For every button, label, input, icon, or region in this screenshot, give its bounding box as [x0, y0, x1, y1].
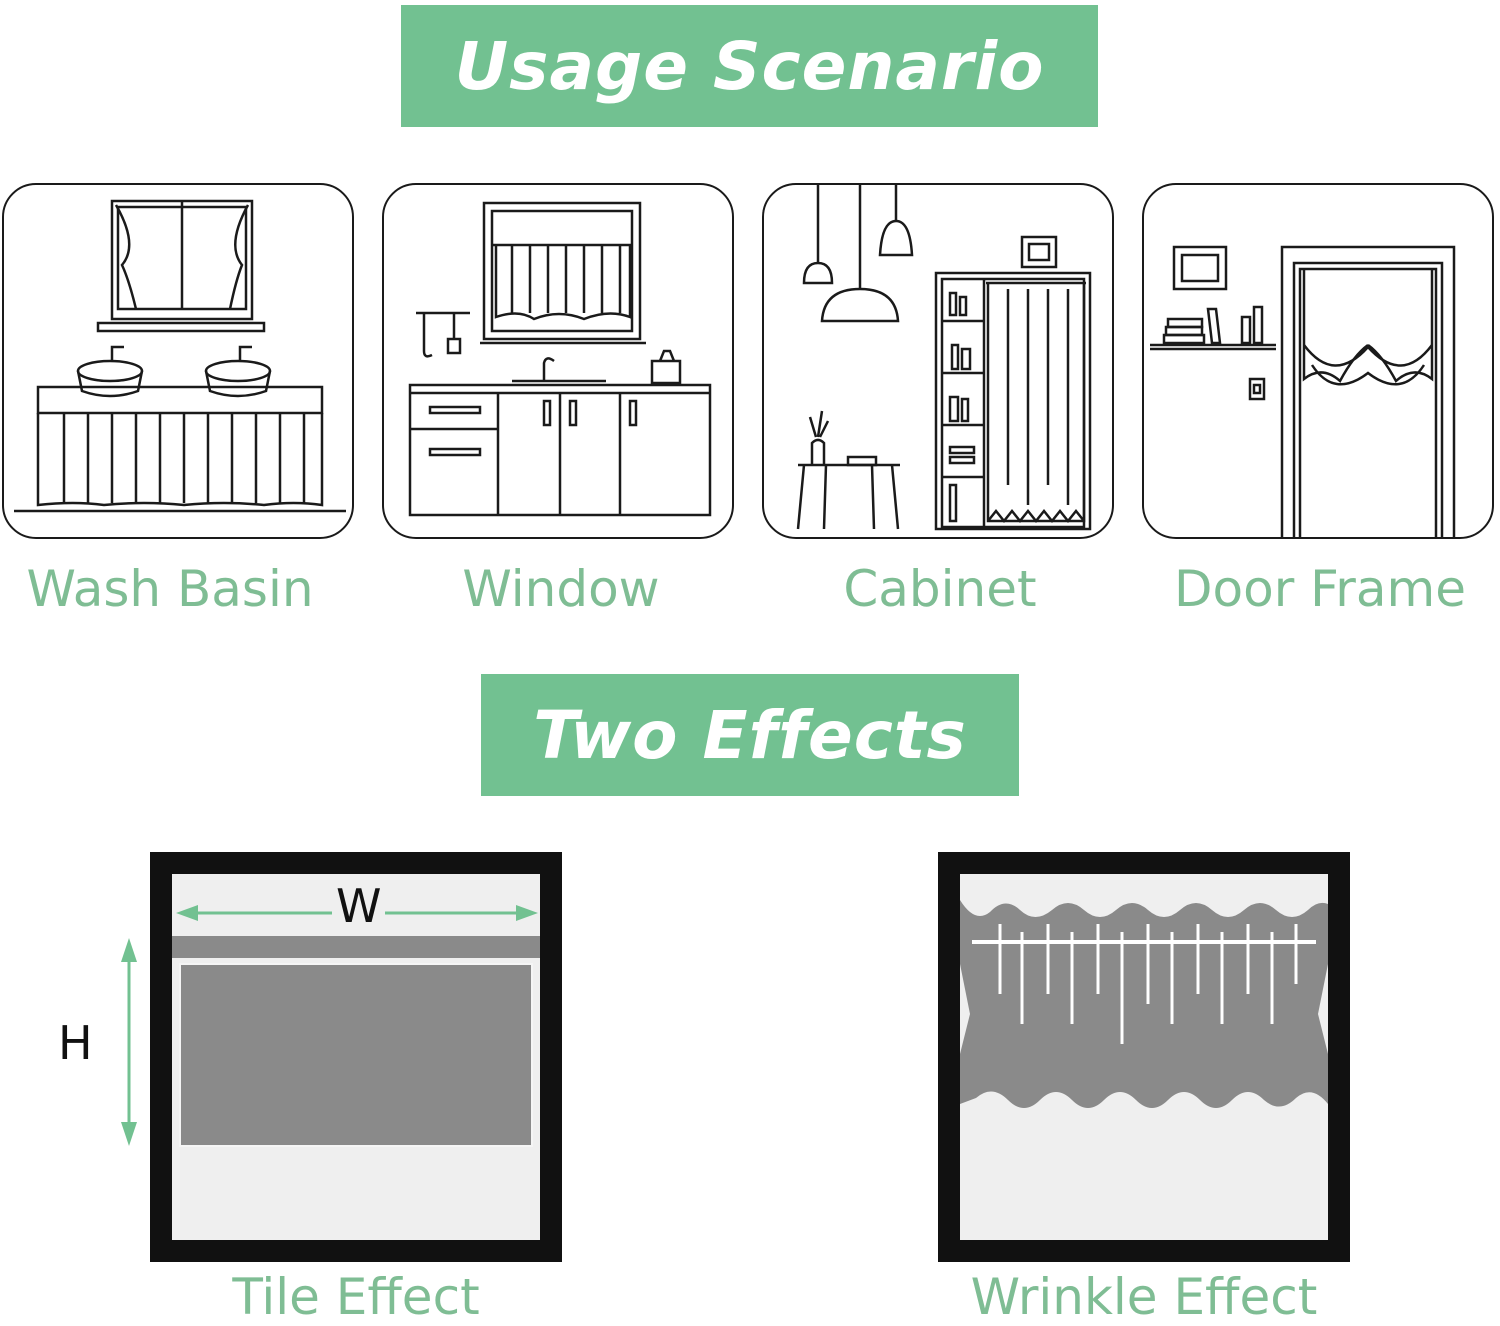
door-frame-card	[1142, 183, 1494, 539]
scenario-label-cabinet: Cabinet	[843, 560, 1037, 618]
wash-basin-illustration	[14, 199, 346, 513]
wash-basin-card	[2, 183, 354, 539]
wrinkle-effect-illustration	[960, 900, 1328, 1108]
two-effects-banner: Two Effects	[481, 674, 1019, 796]
height-arrow-icon	[121, 938, 137, 1146]
tile-effect-illustration	[172, 905, 540, 1147]
height-label: H	[58, 1016, 93, 1070]
usage-scenario-title: Usage Scenario	[454, 27, 1045, 105]
usage-scenario-banner: Usage Scenario	[401, 5, 1098, 127]
window-card	[382, 183, 734, 539]
cabinet-illustration	[796, 185, 1092, 531]
scenario-label-door-frame: Door Frame	[1174, 560, 1466, 618]
two-effects-title: Two Effects	[533, 696, 967, 774]
width-label: W	[332, 880, 386, 932]
effect-label-tile: Tile Effect	[232, 1268, 480, 1326]
cabinet-card	[762, 183, 1114, 539]
scenario-label-window: Window	[462, 560, 660, 618]
effect-label-wrinkle: Wrinkle Effect	[970, 1268, 1318, 1326]
scenario-label-wash-basin: Wash Basin	[26, 560, 314, 618]
kitchen-window-illustration	[408, 201, 712, 517]
door-frame-illustration	[1150, 245, 1456, 537]
wrinkle-effect-frame	[938, 852, 1350, 1262]
